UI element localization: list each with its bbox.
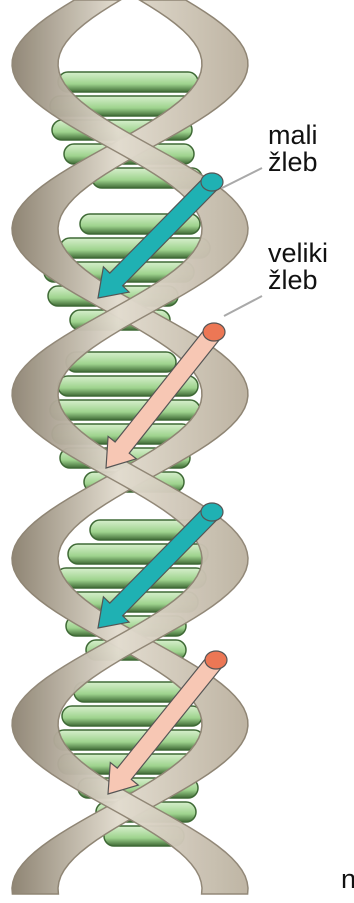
- major-groove-label-line2: žleb: [268, 267, 328, 294]
- base-pair-rung: [54, 730, 204, 750]
- base-pair-rung: [74, 682, 184, 702]
- minor-groove-leader: [222, 168, 262, 188]
- major-groove-leader: [224, 296, 262, 316]
- base-pair-rung: [58, 72, 198, 92]
- edge-text-fragment: n: [341, 866, 354, 893]
- minor-groove-label-line1: mali: [268, 122, 318, 149]
- minor-groove-label: mali žleb: [268, 122, 318, 176]
- major-groove-label-line1: veliki: [268, 240, 328, 267]
- minor-groove-label-line2: žleb: [268, 149, 318, 176]
- base-pair-rung: [50, 400, 200, 420]
- major-groove-label: veliki žleb: [268, 240, 328, 294]
